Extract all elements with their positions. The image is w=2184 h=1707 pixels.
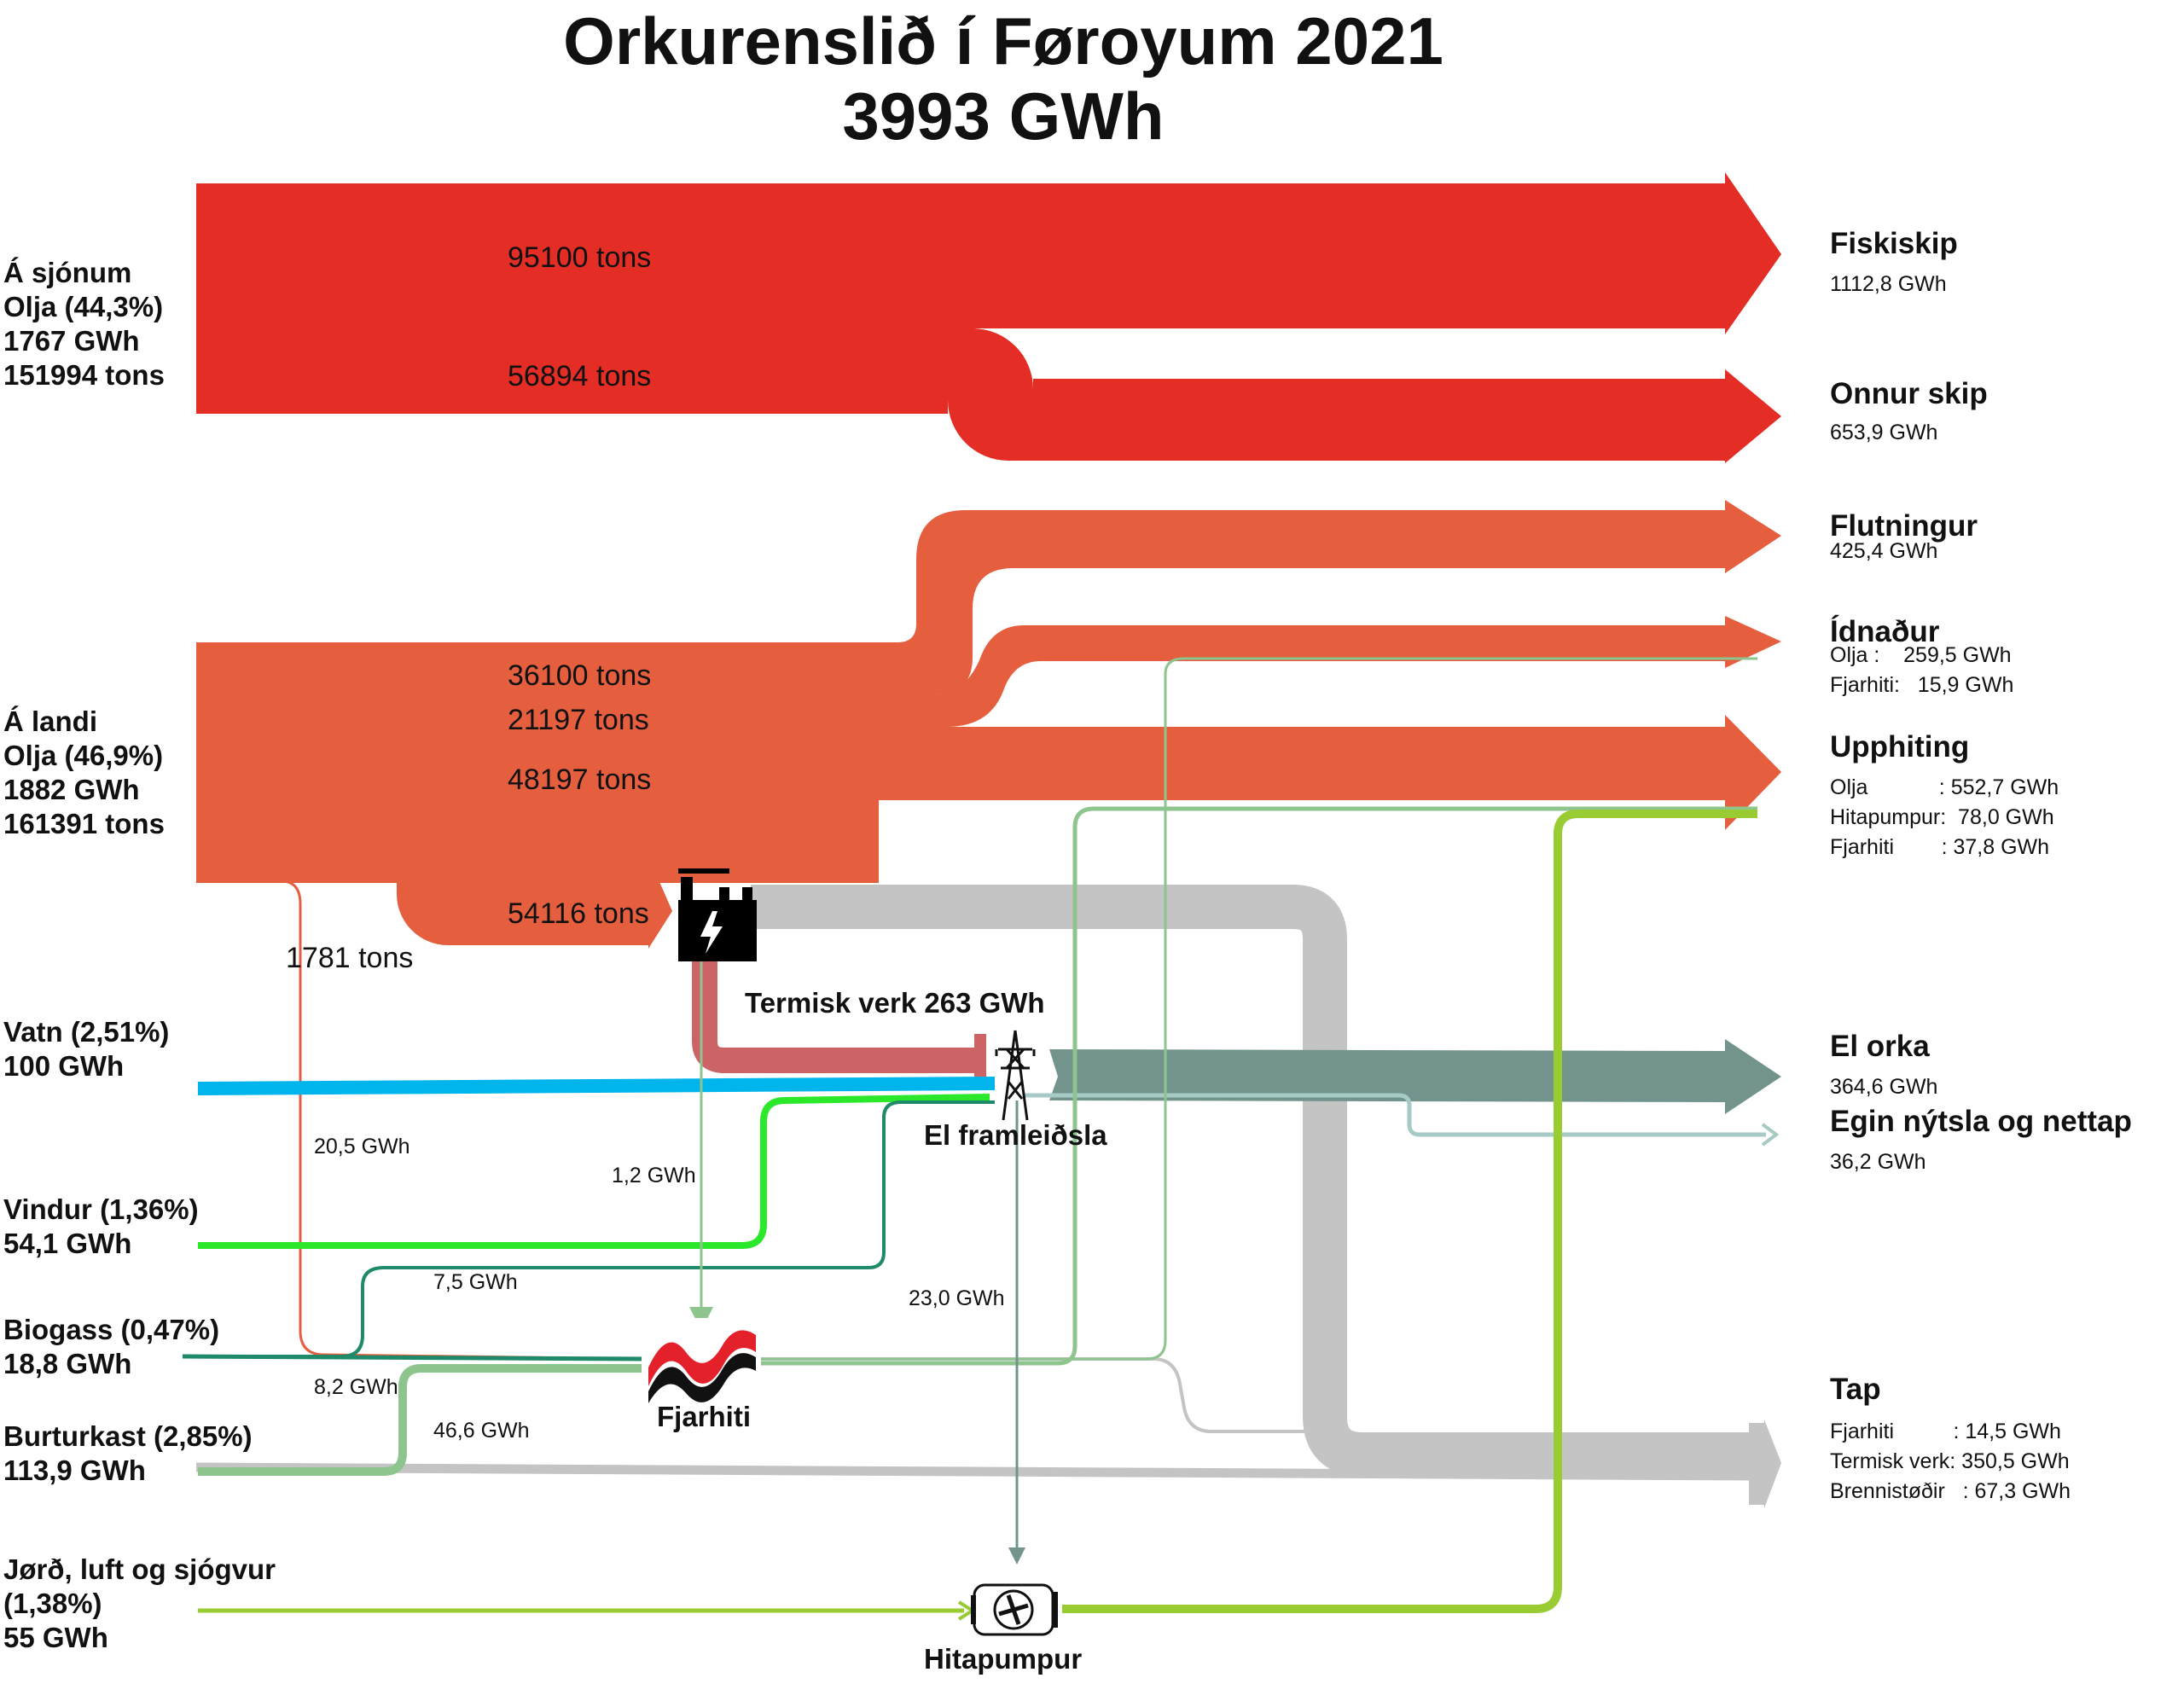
- dest-other-ships-name: Onnur skip: [1830, 377, 1988, 410]
- flow-land-district: [201, 880, 649, 1361]
- flow-own-use: [1024, 1093, 1766, 1137]
- dest-loss-line3: Brennistøðir : 67,3 GWh: [1830, 1479, 2071, 1503]
- label-95100-tons: 95100 tons: [508, 241, 651, 274]
- flow-thermal-arrowhead: [974, 1034, 986, 1085]
- flow-own-use-arrowhead: [1761, 1123, 1780, 1147]
- label-20-5-gwh: 20,5 GWh: [314, 1135, 410, 1158]
- dest-electricity-value: 364,6 GWh: [1830, 1075, 1937, 1099]
- flow-thermal-loss: [751, 885, 1751, 1477]
- node-power-production: El framleiðsla: [924, 1119, 1107, 1151]
- dest-industry-line1: Olja : 259,5 GWh: [1830, 643, 2012, 667]
- dest-other-ships-value: 653,9 GWh: [1830, 421, 1937, 444]
- flow-electricity: [1049, 1039, 1781, 1114]
- source-land-oil: Á landi Olja (46,9%) 1882 GWh 161391 ton…: [3, 705, 171, 839]
- label-1-2-gwh: 1,2 GWh: [612, 1164, 696, 1187]
- dest-heating-line3: Fjarhiti : 37,8 GWh: [1830, 835, 2049, 859]
- district-heating-logo: [642, 1318, 761, 1403]
- heat-pump-icon: [971, 1583, 1058, 1636]
- dest-industry-name: Ídnaður: [1830, 614, 1940, 648]
- flow-waste-loss: [195, 1462, 1751, 1481]
- node-heat-pumps: Hitapumpur: [924, 1643, 1082, 1675]
- node-district-heating: Fjarhiti: [657, 1401, 751, 1432]
- flow-biogas-district: [182, 1354, 649, 1362]
- dest-loss-line2: Termisk verk: 350,5 GWh: [1830, 1449, 2070, 1473]
- dest-own-use-name: Egin nýtsla og nettap: [1830, 1105, 2132, 1138]
- label-7-5-gwh: 7,5 GWh: [433, 1270, 518, 1294]
- flow-land-oil-trunk: [196, 642, 879, 883]
- source-waste: Burturkast (2,85%) 113,9 GWh: [3, 1420, 260, 1486]
- flow-district-industry: [759, 657, 1757, 1361]
- power-plant-icon: [678, 868, 757, 961]
- flow-biogas-power: [198, 1100, 995, 1358]
- flow-water: [197, 1077, 996, 1095]
- flow-wind: [198, 1094, 990, 1249]
- label-21197-tons: 21197 tons: [508, 704, 649, 736]
- label-56894-tons: 56894 tons: [508, 360, 651, 392]
- dest-loss-name: Tap: [1830, 1373, 1881, 1406]
- dest-fishing-ships-name: Fiskiskip: [1830, 227, 1958, 260]
- flow-loss-arrowhead: [1749, 1420, 1781, 1508]
- source-wind: Vindur (1,36%) 54,1 GWh: [3, 1193, 206, 1259]
- dest-transport-name: Flutningur: [1830, 509, 1978, 543]
- label-thermal-plant: Termisk verk 263 GWh: [745, 987, 1045, 1019]
- flow-power-heatpump-arrowhead: [1008, 1547, 1025, 1565]
- dest-industry-line2: Fjarhiti: 15,9 GWh: [1830, 673, 2013, 697]
- flow-fishing-ships: [938, 172, 1781, 334]
- flow-transport: [870, 500, 1781, 694]
- flow-thermal-production: [692, 961, 983, 1073]
- dest-heating-name: Upphiting: [1830, 730, 1969, 764]
- flow-heatpump-heating: [1062, 810, 1757, 1613]
- dest-electricity-name: El orka: [1830, 1030, 1930, 1063]
- title-line1: Orkurenslið í Føroyum 2021: [563, 3, 1443, 78]
- source-water: Vatn (2,51%) 100 GWh: [3, 1016, 177, 1082]
- pylon-icon: [995, 1030, 1036, 1121]
- flow-industry-oil: [870, 616, 1781, 727]
- label-54116-tons: 54116 tons: [508, 897, 649, 930]
- flow-heating-oil: [870, 715, 1781, 830]
- flow-waste-district: [198, 1364, 648, 1476]
- label-23-0-gwh: 23,0 GWh: [909, 1286, 1005, 1310]
- dest-transport-value: 425,4 GWh: [1830, 539, 1937, 563]
- dest-loss-line1: Fjarhiti : 14,5 GWh: [1830, 1420, 2061, 1443]
- label-8-2-gwh: 8,2 GWh: [314, 1375, 398, 1399]
- title-line2: 3993 GWh: [842, 78, 1164, 154]
- dest-heating-line1: Olja : 552,7 GWh: [1830, 775, 2059, 799]
- source-biogas: Biogass (0,47%) 18,8 GWh: [3, 1314, 227, 1379]
- flow-other-ships: [938, 328, 1781, 463]
- dest-own-use-value: 36,2 GWh: [1830, 1150, 1926, 1174]
- flow-sea-oil-trunk: [196, 183, 947, 414]
- flow-district-loss: [759, 1357, 1331, 1433]
- label-46-6-gwh: 46,6 GWh: [433, 1419, 530, 1443]
- flow-district-heating: [759, 806, 1757, 1366]
- label-36100-tons: 36100 tons: [508, 659, 651, 692]
- dest-heating-line2: Hitapumpur: 78,0 GWh: [1830, 805, 2054, 829]
- dest-fishing-ships-value: 1112,8 GWh: [1830, 272, 1947, 296]
- flow-power-oil: [397, 800, 672, 949]
- source-sea-oil: Á sjónum Olja (44,3%) 1767 GWh 151994 to…: [3, 257, 171, 391]
- source-ground: Jørð, luft og sjógvur (1,38%) 55 GWh: [3, 1553, 283, 1653]
- label-48197-tons: 48197 tons: [508, 764, 651, 796]
- label-1781-tons: 1781 tons: [286, 942, 413, 974]
